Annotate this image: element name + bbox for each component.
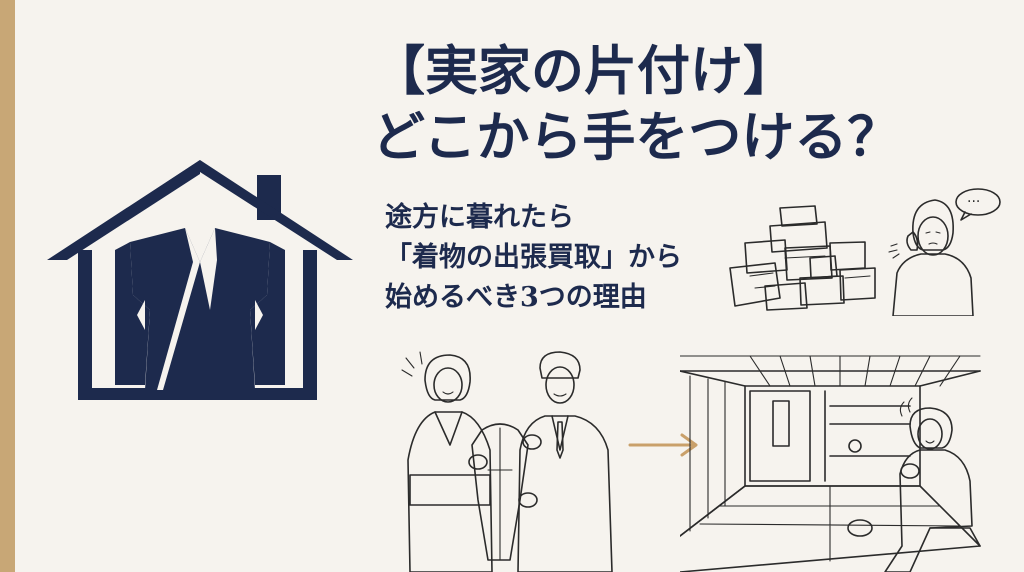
subtitle-line-1: 途方に暮れたら xyxy=(385,202,574,233)
tidy-japanese-room-icon xyxy=(680,355,981,572)
page-title: 【実家の片付け】 どこから手をつける？ xyxy=(372,38,1012,170)
left-accent-bar xyxy=(0,0,15,572)
cardboard-boxes-pile-icon xyxy=(729,205,876,311)
subtitle-line-3: 始めるべき3つの理由 xyxy=(385,282,647,313)
subtitle-line-2: 「着物の出張買取」から xyxy=(385,242,682,273)
title-line-2: どこから手をつける？ xyxy=(372,106,901,168)
kimono-appraisal-icon xyxy=(401,351,613,572)
worried-woman-icon: ··· xyxy=(888,188,1001,316)
subtitle: 途方に暮れたら 「着物の出張買取」から 始めるべき3つの理由 xyxy=(385,198,725,318)
title-line-1: 【実家の片付け】 xyxy=(372,40,796,102)
house-with-kimono-icon xyxy=(47,160,353,400)
arrow-right-icon xyxy=(628,433,698,457)
speech-bubble-text: ··· xyxy=(967,194,980,210)
